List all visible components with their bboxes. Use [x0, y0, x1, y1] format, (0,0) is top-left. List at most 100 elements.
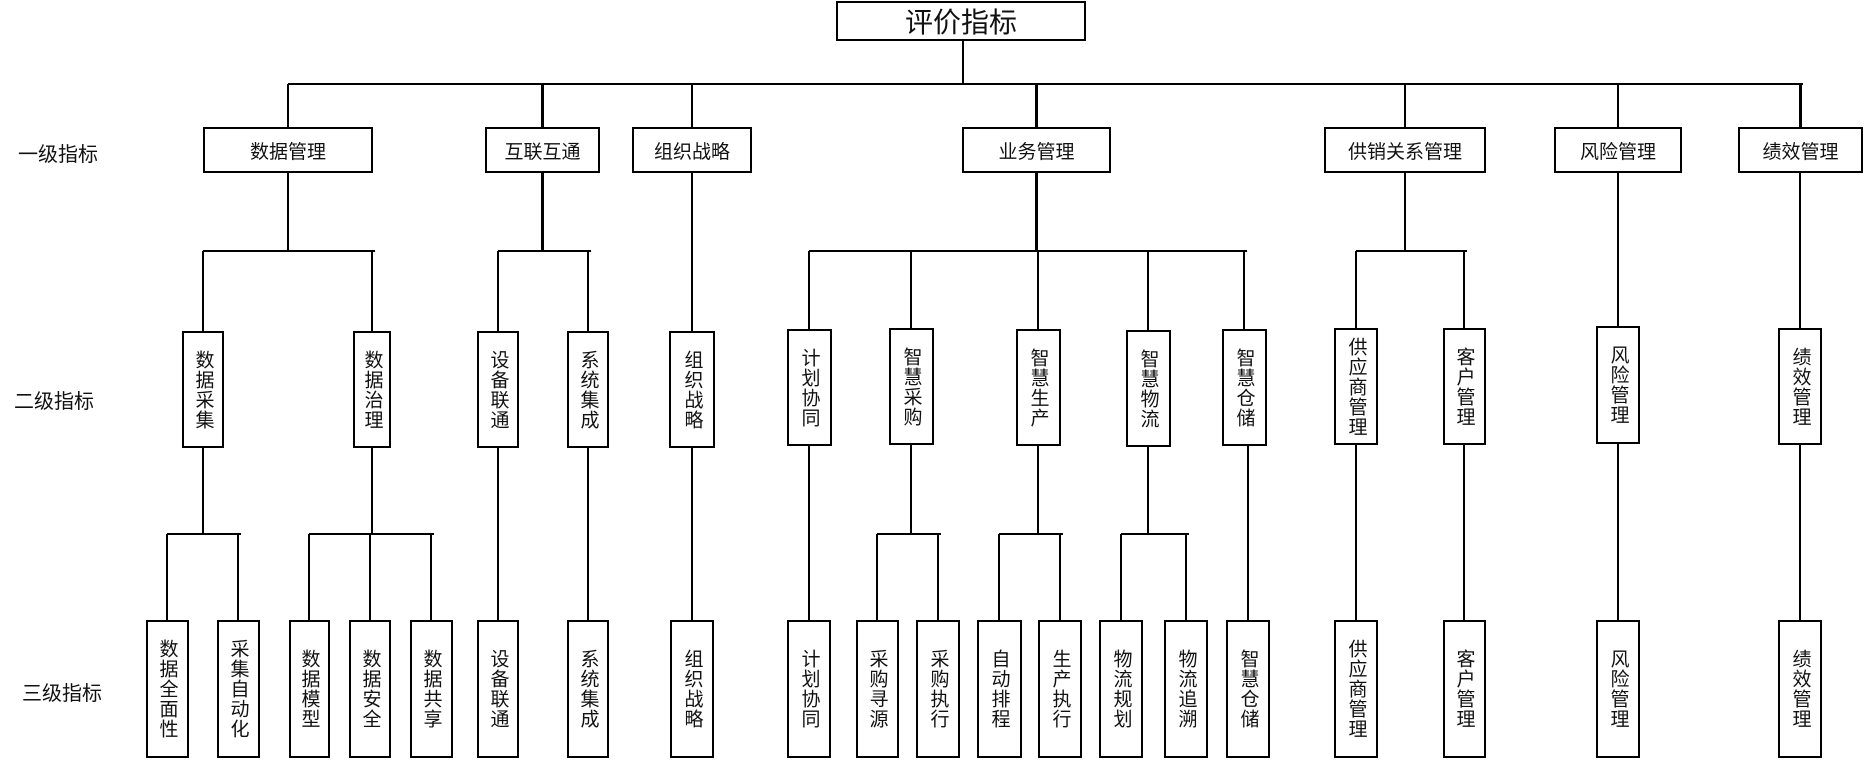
level-3-drop [936, 534, 940, 620]
level-3-node-label: 设备联通 [487, 649, 510, 729]
level-2-node-label: 设备联通 [487, 349, 510, 430]
level-1-drop [541, 84, 544, 127]
level-1-stem [541, 173, 544, 251]
level-2-node: 智慧采购 [888, 328, 934, 445]
level-3-node-label: 计划协同 [798, 649, 821, 729]
level-2-stem [1036, 446, 1040, 534]
level-3-node-label: 物流规划 [1110, 649, 1133, 729]
level-2-bus [203, 249, 375, 253]
level-2-node-label: 绩效管理 [1789, 346, 1812, 427]
level-2-node: 客户管理 [1442, 328, 1486, 445]
level-3-bus [309, 532, 434, 536]
level-3-node: 数据全面性 [145, 620, 189, 758]
level-2-drop [1036, 251, 1040, 329]
level-2-label: 二级指标 [14, 389, 94, 413]
level-3-node-label: 生产执行 [1049, 649, 1072, 729]
level-3-node: 物流规划 [1099, 620, 1143, 758]
level-2-bus [498, 249, 591, 253]
level-2-stem [586, 448, 590, 620]
level-3-node-label: 数据模型 [298, 649, 321, 729]
level-1-drop [1616, 84, 1620, 127]
level-2-node-label: 组织战略 [681, 349, 704, 430]
level-3-node-label: 物流追溯 [1175, 649, 1198, 729]
level-2-drop [496, 251, 500, 331]
level-2-stem [496, 448, 500, 620]
level-1-node-label: 数据管理 [249, 140, 326, 163]
level-2-node-label: 客户管理 [1453, 346, 1476, 427]
level-3-node-label: 数据安全 [359, 649, 382, 729]
level-2-node: 智慧仓储 [1221, 329, 1267, 446]
level-1-stem [286, 173, 290, 251]
level-3-node: 数据共享 [409, 620, 453, 758]
level-3-node-label: 采购执行 [927, 649, 950, 729]
level-2-stem [201, 448, 205, 534]
level-2-bus [809, 249, 1247, 253]
level-3-drop [165, 534, 169, 620]
level-2-node: 系统集成 [567, 331, 609, 448]
level-3-node: 生产执行 [1038, 620, 1082, 758]
level-2-stem [909, 445, 913, 534]
level-1-stem [1798, 173, 1802, 328]
level-3-drop [997, 534, 1001, 620]
level-2-drop [1146, 251, 1150, 330]
level-2-node-label: 系统集成 [577, 349, 600, 430]
level-2-stem [1462, 445, 1466, 620]
level-2-node-label: 智慧生产 [1027, 347, 1050, 428]
level-3-node: 绩效管理 [1778, 620, 1822, 758]
level-3-node: 系统集成 [567, 620, 609, 758]
level-1-node-label: 互联互通 [504, 140, 581, 163]
level-1-node: 业务管理 [962, 127, 1111, 173]
level-3-node-label: 采购寻源 [866, 649, 889, 729]
level-2-node: 组织战略 [669, 331, 715, 448]
level-1-node: 风险管理 [1554, 127, 1682, 173]
level-2-stem [1146, 447, 1150, 534]
level-1-drop [1403, 84, 1407, 127]
level-2-drop [1462, 251, 1466, 328]
level-2-drop [807, 251, 811, 329]
level-3-node: 采集自动化 [216, 620, 260, 758]
level-2-node: 智慧物流 [1125, 330, 1171, 447]
level-2-drop [909, 251, 913, 328]
level-1-node: 绩效管理 [1738, 127, 1863, 173]
level-3-node: 采购执行 [916, 620, 960, 758]
root-label: 评价指标 [904, 6, 1017, 39]
level-3-drop [875, 534, 879, 620]
level-2-drop [1354, 251, 1358, 328]
level-3-drop [1184, 534, 1188, 620]
level-1-node-label: 组织战略 [653, 140, 730, 163]
level-3-label: 三级指标 [22, 681, 102, 705]
level-1-label: 一级指标 [18, 142, 98, 166]
level-2-node-label: 风险管理 [1607, 345, 1630, 425]
level-3-bus [167, 532, 241, 536]
level-3-drop [307, 534, 311, 620]
root-node: 评价指标 [836, 1, 1086, 41]
level-3-bus [877, 532, 941, 536]
level-2-node: 设备联通 [477, 331, 519, 448]
level-2-node: 智慧生产 [1015, 329, 1061, 446]
level-3-node: 风险管理 [1596, 620, 1640, 758]
level-3-node-label: 供应商管理 [1345, 639, 1368, 739]
level-3-node: 组织战略 [670, 620, 714, 758]
level-3-node: 采购寻源 [855, 620, 899, 758]
level-1-node: 互联互通 [485, 127, 600, 173]
level-1-node: 供销关系管理 [1324, 127, 1486, 173]
level-2-drop [201, 251, 205, 331]
level-1-drop [1035, 84, 1038, 127]
level-2-stem [1354, 445, 1358, 620]
level-3-node-label: 客户管理 [1453, 649, 1476, 729]
level-1-node-label: 风险管理 [1579, 140, 1656, 163]
level-1-stem [690, 173, 694, 331]
level-2-drop [370, 251, 374, 331]
level-1-stem [1403, 173, 1407, 251]
level-3-node-label: 智慧仓储 [1237, 649, 1260, 729]
level-2-node: 计划协同 [786, 329, 832, 446]
level-3-node: 数据模型 [288, 620, 330, 758]
level-3-node: 物流追溯 [1164, 620, 1208, 758]
level-2-node-label: 数据治理 [361, 349, 384, 430]
level-2-node: 供应商管理 [1334, 328, 1378, 445]
level-2-stem [1798, 445, 1802, 620]
level-3-node-label: 自动排程 [988, 649, 1011, 729]
level-1-stem [1035, 173, 1038, 251]
level-3-drop [1058, 534, 1062, 620]
